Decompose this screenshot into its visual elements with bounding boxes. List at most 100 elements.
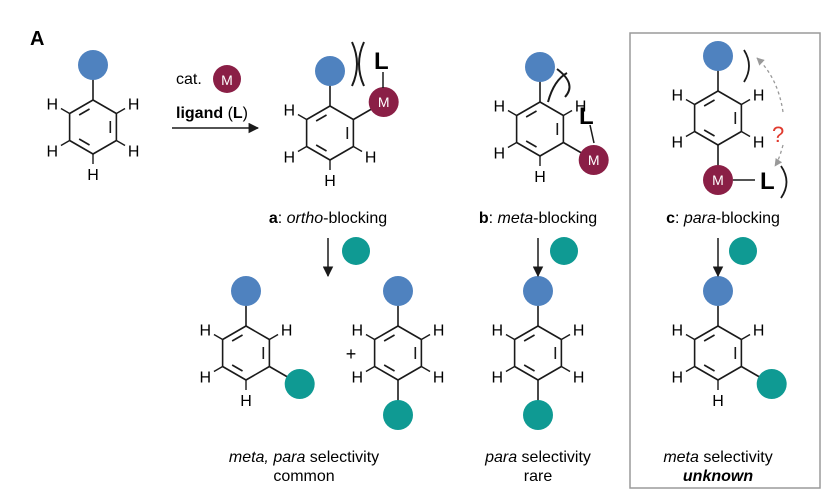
hydrogen-atom: H [284,150,296,167]
ring-double-bond [78,108,90,116]
ring-bond [397,325,422,341]
h-bond [741,333,751,341]
teal-reagent-icon-b [550,237,578,265]
ring-double-bond [78,138,90,146]
ring-double-bond [703,129,715,137]
blue-substituent-icon [315,56,345,86]
h-bond [507,141,517,149]
catalyst-metal-label: M [221,72,233,88]
hydrogen-atom: H [433,370,445,387]
ring-double-bond [523,334,535,342]
steric-clash-meta [547,68,571,103]
ring-bond [539,101,564,117]
h-bond [421,333,431,341]
h-bond [507,109,517,117]
cat-prefix: cat. [176,71,202,88]
ligand-L-ortho: L [374,48,389,75]
hydrogen-atom: H [47,97,59,114]
h-bond [297,113,307,121]
ring-double-bond [703,364,715,372]
metal-label: M [378,94,390,110]
hydrogen-atom: H [672,135,684,152]
outcome-c-line1: meta selectivity [663,449,772,466]
ring-bond [694,90,719,106]
ring-bond [92,139,117,155]
h-bond [741,130,751,138]
ligand-label: ligand (L) [176,105,248,122]
hydrogen-atom: H [494,99,506,116]
hydrogen-atom: H [352,323,364,340]
panel-label: A [30,28,44,50]
metal-center-icon [578,145,609,175]
ring-double-bond [231,334,243,342]
steric-bracket-top [743,49,750,83]
h-bond [685,130,695,138]
hydrogen-atom: H [128,97,140,114]
teal-substituent-icon [383,400,413,430]
ring-double-bond [523,364,535,372]
teal-substituent-icon [523,400,553,430]
metal-catalyst-icon [213,65,241,93]
case-c-label: c: para-blocking [666,210,780,227]
ring-bond [222,325,247,341]
ring-double-bond [315,144,327,152]
hydrogen-atom: H [753,88,765,105]
ring-bond [717,365,742,381]
ring-bond [717,130,742,146]
outcome-c-line2: unknown [683,468,753,485]
hydrogen-atom: H [87,167,99,184]
dashed-curved-arrow-up [756,57,784,113]
teal-reagent-icon-c [729,237,757,265]
h-bond [60,139,70,147]
ring-bond [694,365,719,381]
outcome-b-line2: rare [524,468,553,485]
substituent-bond [268,365,289,379]
case-b-label: b: meta-blocking [479,210,597,227]
teal-substituent-icon [284,369,315,399]
dashed-curved-arrow-down [774,144,784,167]
ring-double-bond [383,364,395,372]
ring-bond [69,139,94,155]
ring-bond [397,365,422,381]
substituent-bond [352,107,373,121]
reaction-step: cat. M ligand (L) [172,65,260,134]
outcome-b-line1: para selectivity [484,449,591,466]
blue-substituent-icon [231,276,261,306]
plus-sign: + [346,344,357,364]
blue-substituent-icon [703,41,733,71]
ring-double-bond [703,99,715,107]
ring-bond [374,325,399,341]
h-bond [505,365,515,373]
ring-double-bond [525,140,537,148]
hydrogen-atom: H [494,146,506,163]
h-bond [685,98,695,106]
ring-double-bond [703,334,715,342]
metal-center-icon [703,165,733,195]
hydrogen-atom: H [672,370,684,387]
ring-bond [717,325,742,341]
ring-bond [537,365,562,381]
ring-bond [694,325,719,341]
h-bond [365,333,375,341]
hydrogen-atom: H [128,144,140,161]
substituent-bond [562,141,583,155]
hydrogen-atom: H [365,150,377,167]
ring-bond [717,90,742,106]
hydrogen-atom: H [672,88,684,105]
h-bond [297,145,307,153]
hydrogen-atom: H [573,370,585,387]
ring-bond [222,365,247,381]
h-bond [563,109,573,117]
ring-bond [514,325,539,341]
h-bond [741,98,751,106]
h-bond [685,333,695,341]
hydrogen-atom: H [712,393,724,410]
